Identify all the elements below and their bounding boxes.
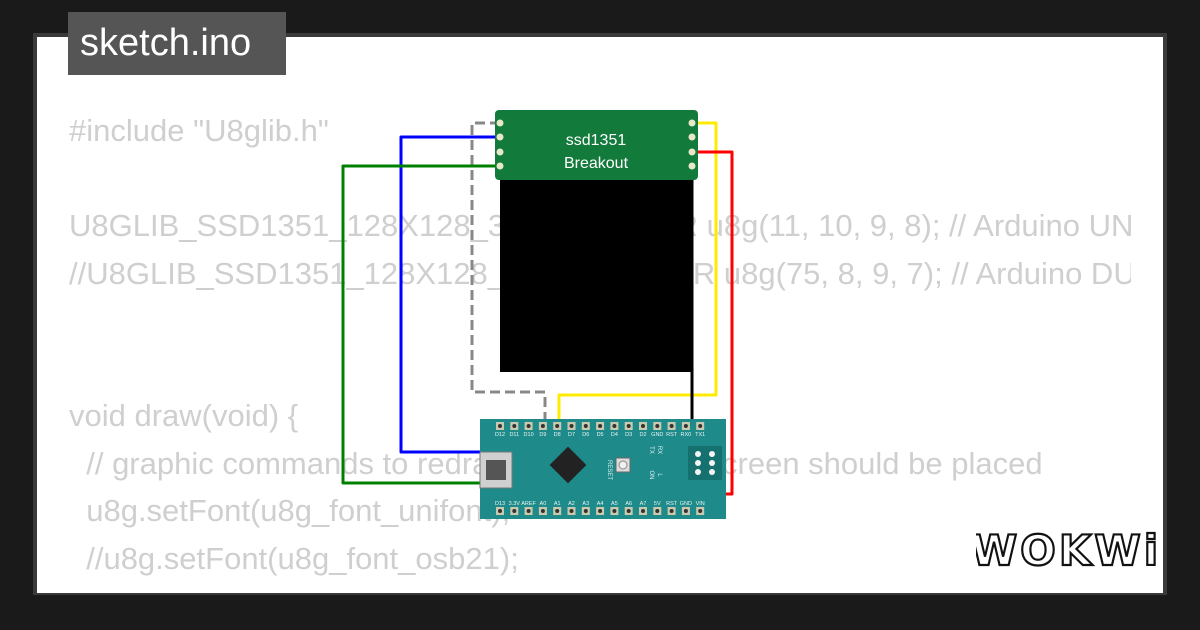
nano-pin-label: D2 — [639, 432, 646, 438]
nano-pin-label: A1 — [554, 501, 561, 507]
nano-pin-hole — [683, 509, 688, 513]
nano-pin-hole — [512, 509, 517, 513]
nano-pin-label: A5 — [611, 501, 618, 507]
nano-pin-label: D12 — [495, 432, 505, 438]
nano-pin-label: A7 — [640, 501, 647, 507]
nano-pin-hole — [655, 424, 660, 428]
file-tab[interactable]: sketch.ino — [68, 12, 286, 75]
oled-screen — [500, 180, 693, 372]
nano-pin-label: D5 — [597, 432, 604, 438]
usb-port-icon — [486, 460, 506, 480]
nano-pin-hole — [669, 424, 674, 428]
nano-pin-label: A6 — [625, 501, 632, 507]
nano-pin-hole — [555, 424, 560, 428]
nano-pin-label: GND — [680, 501, 692, 507]
nano-pin-label: D10 — [524, 432, 534, 438]
nano-pin-hole — [641, 424, 645, 428]
nano-pin-hole — [569, 509, 574, 513]
nano-pin-hole — [526, 424, 531, 428]
nano-pin-hole — [512, 424, 517, 428]
nano-pin-hole — [612, 424, 617, 428]
nano-pin-label: A0 — [540, 501, 547, 507]
nano-pin-hole — [683, 424, 688, 428]
wire-gray[interactable] — [470, 121, 547, 428]
wokwi-logo-text: WOKWi — [976, 526, 1156, 575]
on-label: ON — [648, 471, 654, 480]
reset-button-cap — [618, 460, 628, 470]
wire-yellow[interactable] — [557, 121, 718, 428]
tx-label: TX — [648, 446, 654, 454]
nano-pin-label: AREF — [521, 501, 536, 507]
nano-pin-label: RST — [666, 432, 678, 438]
nano-pin-hole — [540, 509, 545, 513]
rx-label: RX — [656, 446, 662, 454]
nano-pin-hole — [598, 424, 603, 428]
nano-pin-hole — [655, 509, 660, 513]
breakout-label-2: Breakout — [564, 155, 629, 172]
nano-pin-hole — [698, 424, 703, 428]
nano-pin-hole — [583, 509, 588, 513]
reset-label: RESET — [606, 460, 612, 480]
top-strip — [0, 0, 1200, 12]
breakout-pcb — [495, 110, 698, 180]
nano-pin-hole — [498, 424, 502, 428]
nano-pin-label: D8 — [554, 432, 561, 438]
nano-pcb — [480, 419, 726, 519]
nano-pin-label: D11 — [509, 432, 519, 438]
nano-pin-hole — [569, 424, 574, 428]
arduino-nano[interactable]: RESET TX RX ON L D12 D11 D10 D9 D8 D7 D6 D5 D4 D3… — [479, 419, 726, 519]
l-label: L — [656, 473, 662, 477]
nano-pin-label: A3 — [582, 501, 589, 507]
nano-pin-label: D13 — [495, 501, 505, 507]
nano-pin-hole — [626, 509, 631, 513]
nano-pin-hole — [526, 509, 531, 513]
nano-pin-label: GND — [651, 432, 663, 438]
nano-pin-hole — [598, 509, 603, 513]
nano-pin-hole — [612, 509, 617, 513]
breakout-label-1: ssd1351 — [566, 132, 627, 149]
nano-pin-label: 5V — [654, 501, 661, 507]
nano-pin-label: A4 — [597, 501, 604, 507]
wire-green[interactable] — [341, 164, 502, 511]
nano-pin-label: D3 — [625, 432, 632, 438]
nano-pin-label: A2 — [568, 501, 575, 507]
nano-pin-hole — [626, 424, 631, 428]
nano-pin-hole — [555, 509, 560, 513]
nano-pin-hole — [583, 424, 588, 428]
nano-pin-label: D4 — [611, 432, 618, 438]
nano-pin-hole — [698, 509, 703, 513]
nano-pin-hole — [669, 509, 674, 513]
nano-pin-label: TX1 — [695, 432, 705, 438]
icsp-pins — [695, 451, 715, 475]
nano-pin-hole — [540, 424, 545, 428]
nano-pin-hole — [641, 509, 645, 513]
nano-pin-label: VIN — [696, 501, 705, 507]
nano-pin-label: RX0 — [681, 432, 692, 438]
nano-pin-label: D6 — [582, 432, 589, 438]
nano-pin-label: RST — [666, 501, 678, 507]
nano-pin-label: D7 — [568, 432, 575, 438]
icsp-header — [688, 446, 722, 480]
nano-pin-label: D9 — [539, 432, 546, 438]
ssd1351-breakout[interactable]: ssd1351 Breakout — [495, 110, 698, 372]
mcu-chip — [549, 446, 587, 484]
breakout-pins — [495, 118, 697, 171]
wokwi-logo: WOKWi — [976, 525, 1156, 576]
nano-pin-hole — [498, 509, 502, 513]
nano-pin-label: 3.3V — [509, 501, 521, 507]
